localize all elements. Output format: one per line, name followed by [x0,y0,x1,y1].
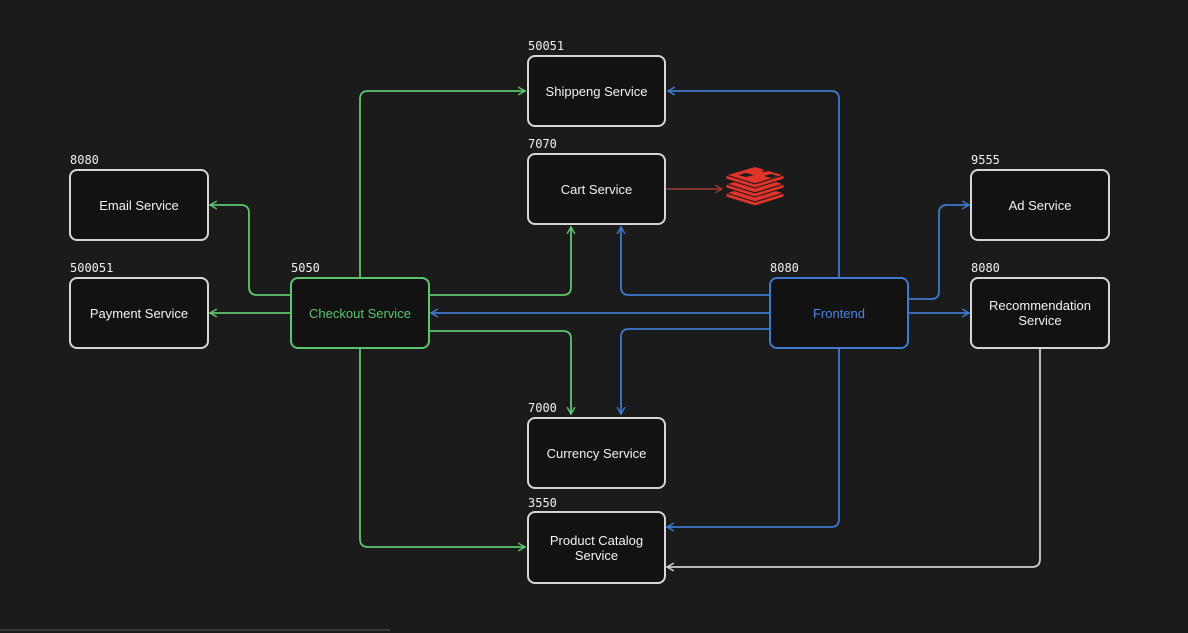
recommendation-service-label: Recommendation Service [989,298,1091,328]
payment-service-port: 500051 [70,261,114,275]
checkout-service-port: 5050 [291,261,320,275]
checkout-service-node[interactable]: Checkout Service [290,277,430,349]
product-catalog-service-port: 3550 [528,496,557,510]
frontend-label: Frontend [812,305,866,321]
cart-service-node[interactable]: Cart Service [527,153,666,225]
edge-checkout-shipping [359,86,526,278]
edge-frontend-catalog [666,348,840,532]
edge-checkout-email [209,200,291,296]
recommendation-service-node[interactable]: Recommendation Service [970,277,1110,349]
frontend-node[interactable]: Frontend [769,277,909,349]
horizontal-scrollbar[interactable] [0,629,390,631]
checkout-service-label: Checkout Service [309,305,411,321]
recommendation-service-port: 8080 [971,261,1000,275]
cart-service-port: 7070 [528,137,557,151]
email-service-label: Email Service [99,197,179,213]
edge-frontend-cart [616,226,771,296]
shipping-service-port: 50051 [528,39,565,53]
edge-frontend-ad [908,200,970,300]
shipping-service-node[interactable]: Shippeng Service [527,55,666,127]
currency-service-node[interactable]: Currency Service [527,417,666,489]
ad-service-label: Ad Service [1008,197,1072,213]
shipping-service-label: Shippeng Service [545,83,648,99]
edge-frontend-shipping [667,86,840,278]
edge-checkout-cart [429,226,576,296]
ad-service-port: 9555 [971,153,1000,167]
edge-checkout-currency [429,330,576,415]
cart-service-label: Cart Service [560,181,633,197]
payment-service-node[interactable]: Payment Service [69,277,209,349]
edge-checkout-catalog [359,348,526,552]
edge-recommendation-catalog [666,348,1041,572]
ad-service-node[interactable]: Ad Service [970,169,1110,241]
currency-service-port: 7000 [528,401,557,415]
redis-icon [724,166,786,207]
email-service-port: 8080 [70,153,99,167]
frontend-port: 8080 [770,261,799,275]
product-catalog-service-label: Product Catalog Service [549,532,644,563]
email-service-node[interactable]: Email Service [69,169,209,241]
payment-service-label: Payment Service [89,305,189,321]
product-catalog-service-node[interactable]: Product Catalog Service [527,511,666,584]
currency-service-label: Currency Service [546,445,647,461]
edge-frontend-currency [616,328,771,415]
